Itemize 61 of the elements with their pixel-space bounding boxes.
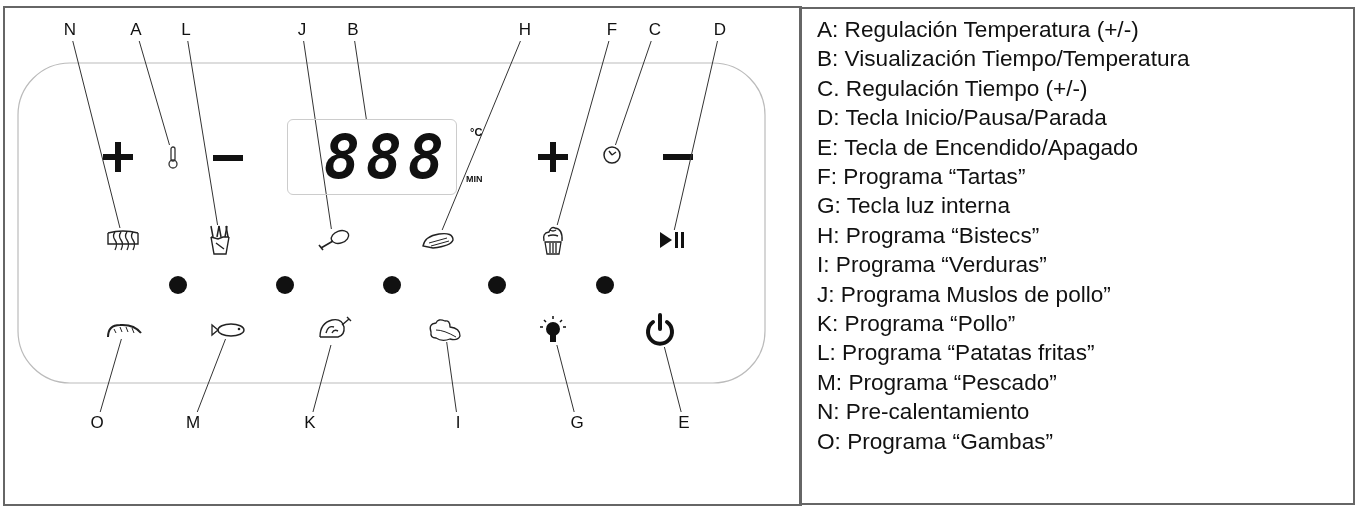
leader-line <box>72 40 121 229</box>
leader-line <box>614 40 652 146</box>
leader-line <box>673 40 718 231</box>
key-text: N: Pre-calentamiento <box>817 398 1030 427</box>
shrimp-icon <box>106 321 142 339</box>
callout-letter: F <box>602 19 622 41</box>
leader-line <box>446 341 457 413</box>
unit-label: MIN <box>466 174 483 184</box>
key-text: F: Programa “Tartas” <box>817 163 1026 192</box>
leader-line <box>556 344 575 413</box>
leader-line <box>187 40 219 226</box>
clock-icon <box>602 145 622 165</box>
light-bulb-icon <box>539 315 567 345</box>
leader-line <box>354 40 367 120</box>
key-text: G: Tecla luz interna <box>817 192 1010 221</box>
key-text: C. Regulación Tiempo (+/-) <box>817 74 1088 103</box>
key-text: O: Programa “Gambas” <box>817 427 1054 456</box>
callout-letter: N <box>60 19 80 41</box>
lettuce-icon <box>428 318 462 342</box>
callout-letter: K <box>300 412 320 434</box>
heater-icon <box>107 228 139 252</box>
callout-letter: I <box>451 412 465 434</box>
leader-line <box>303 40 332 230</box>
leader-line <box>99 338 122 413</box>
key-text: L: Programa “Patatas fritas” <box>817 339 1095 368</box>
key-text: K: Programa “Pollo” <box>817 310 1016 339</box>
play-pause-icon <box>658 230 686 250</box>
callout-letter: B <box>343 19 363 41</box>
thermometer-icon <box>166 145 180 169</box>
callout-letter: G <box>567 412 587 434</box>
cupcake-icon <box>541 225 565 255</box>
steak-icon <box>421 230 455 250</box>
callout-letter: A <box>126 19 146 41</box>
callout-letter: M <box>182 412 204 434</box>
key-text: B: Visualización Tiempo/Temperatura <box>817 45 1190 74</box>
leader-line <box>441 40 521 231</box>
leader-line <box>663 346 682 413</box>
key-text: A: Regulación Temperatura (+/-) <box>817 16 1139 44</box>
callout-letter: H <box>515 19 535 41</box>
callout-letter: D <box>710 19 730 41</box>
leader-line <box>556 40 610 226</box>
unit-label: °C <box>470 126 483 138</box>
key-text: E: Tecla de Encendido/Apagado <box>817 133 1139 162</box>
callout-letter: J <box>292 19 312 41</box>
leader-line <box>196 338 226 413</box>
key-text: M: Programa “Pescado” <box>817 368 1057 397</box>
callout-letter: E <box>674 412 694 434</box>
leader-line <box>138 40 170 146</box>
key-text: D: Tecla Inicio/Pausa/Parada <box>817 104 1107 133</box>
leader-line <box>312 344 332 413</box>
drumstick-icon <box>316 229 350 251</box>
digit-display: 888 <box>287 119 457 195</box>
fish-icon <box>211 321 247 339</box>
callout-letter: C <box>645 19 665 41</box>
callout-letter: O <box>87 412 107 434</box>
key-text: J: Programa Muslos de pollo” <box>817 280 1111 309</box>
power-icon <box>644 313 676 347</box>
key-text: H: Programa “Bistecs” <box>817 221 1040 250</box>
fries-icon <box>207 225 233 255</box>
callout-letter: L <box>176 19 196 41</box>
key-text: I: Programa “Verduras” <box>817 251 1047 280</box>
